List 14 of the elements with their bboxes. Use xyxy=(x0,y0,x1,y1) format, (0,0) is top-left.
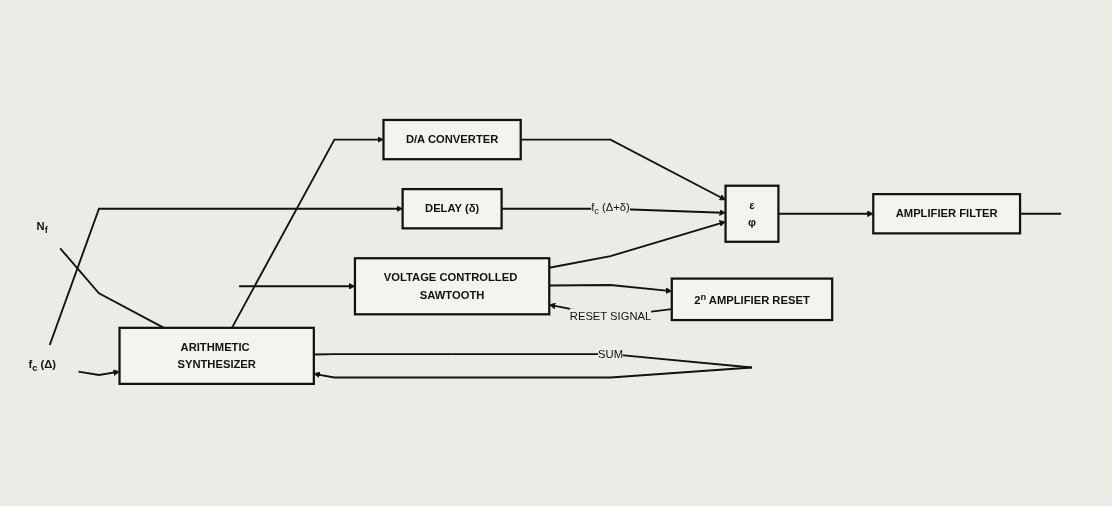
arrow xyxy=(48,205,403,346)
node-box: 2$^{n}$ AMPLIFIER RESET xyxy=(670,277,834,321)
edge-label: f$_{c}$ (Δ+δ) xyxy=(591,200,630,216)
node-text: f$_{c}$ (Δ) xyxy=(28,357,56,374)
node-box: DELAY (δ) xyxy=(401,187,503,230)
node-box: ε φ xyxy=(724,184,780,243)
node-box: VOLTAGE CONTROLLED SAWTOOTH xyxy=(353,256,551,316)
node-box: ARITHMETIC SYNTHESIZER xyxy=(118,326,315,385)
arrow xyxy=(77,369,120,376)
node-box: D/A CONVERTER xyxy=(382,118,522,160)
edge-label: SUM xyxy=(598,346,623,360)
node-text: N$_{f}$ xyxy=(36,219,48,235)
node-box: AMPLIFIER FILTER xyxy=(872,192,1022,235)
edge-label: RESET SIGNAL xyxy=(569,309,652,323)
